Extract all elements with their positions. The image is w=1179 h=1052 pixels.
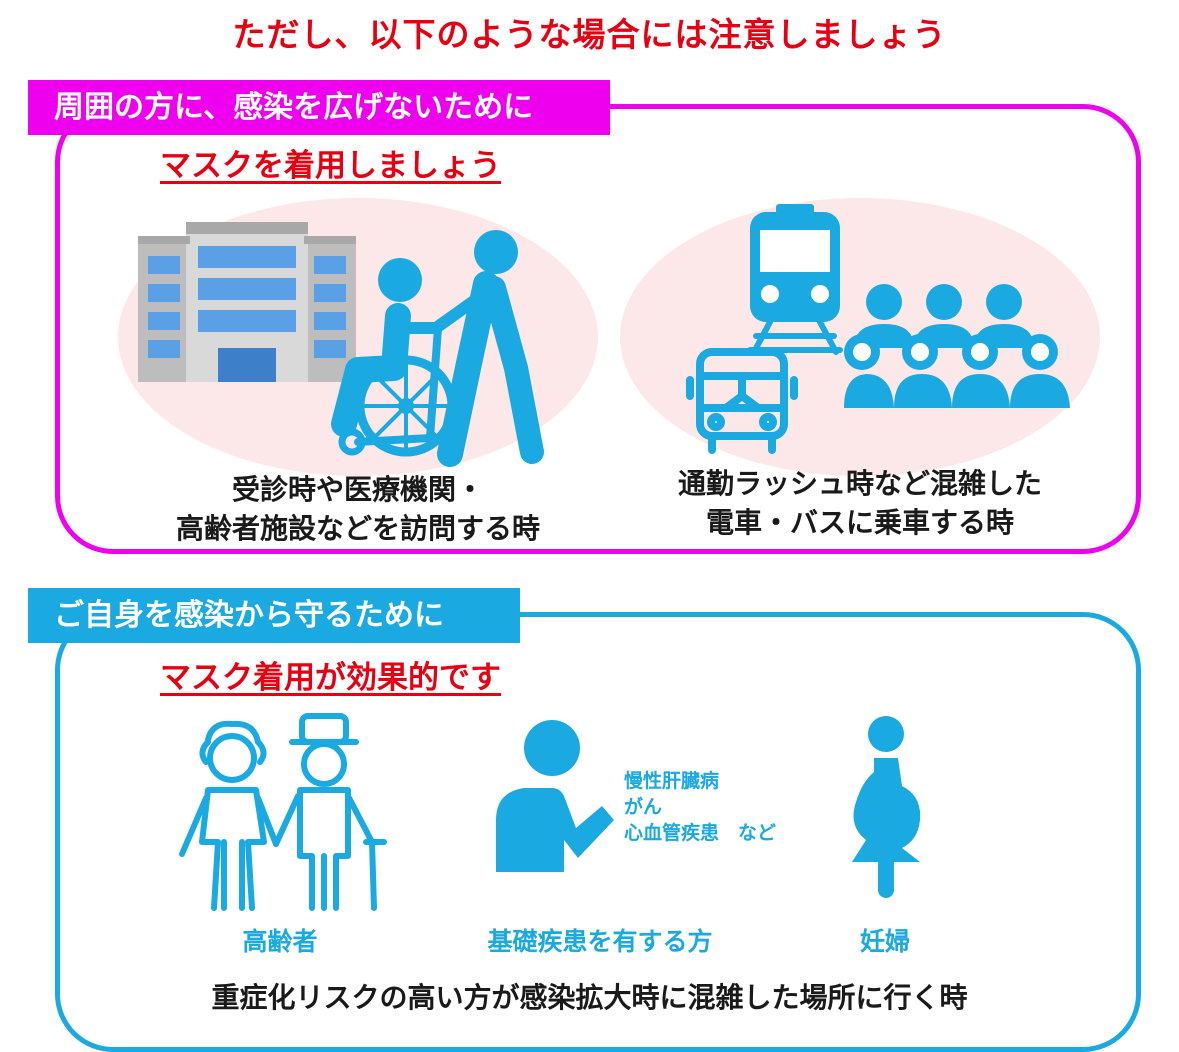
bottom-text: 重症化リスクの高い方が感染拡大時に混雑した場所に行く時: [211, 981, 968, 1014]
section-self-subtitle: マスク着用が効果的です: [160, 660, 501, 696]
section-others-subtitle: マスクを着用しましょう: [160, 148, 501, 184]
disease-example-3: 心血管疾患 など: [624, 822, 777, 844]
pregnant-woman-icon: [852, 716, 921, 898]
disease-examples: 慢性肝臓病 がん 心血管疾患 など: [624, 768, 776, 846]
scene-transit-caption-line1: 通勤ラッシュ時など混雑した: [677, 467, 1042, 500]
scene-transit-caption: 通勤ラッシュ時など混雑した 電車・バスに乗車する時: [620, 464, 1100, 542]
scene-hospital-caption-line1: 受診時や医療機関・: [231, 473, 484, 506]
train-icon: [747, 204, 843, 355]
section-others-label: 周囲の方に、感染を広げないために: [28, 80, 610, 135]
scene-hospital-caption-line2: 高齢者施設などを訪問する時: [175, 512, 540, 545]
patient-icon: [496, 720, 614, 872]
scene-hospital-caption: 受診時や医療機関・ 高齢者施設などを訪問する時: [118, 470, 598, 548]
pregnant-label: 妊婦: [859, 927, 910, 956]
bus-icon: [686, 348, 798, 454]
disease-example-1: 慢性肝臓病: [624, 770, 720, 792]
scene-transit-caption-line2: 電車・バスに乗車する時: [705, 506, 1014, 539]
disease-label: 基礎疾患を有する方: [487, 927, 713, 956]
elderly-label: 高齢者: [242, 927, 318, 956]
disease-example-2: がん: [624, 796, 663, 818]
crowd-icon: [844, 284, 1070, 408]
hospital-building-icon: [138, 222, 356, 382]
headline: ただし、以下のような場合には注意しましょう: [232, 15, 947, 54]
wheelchair-assist-icon: [331, 230, 544, 467]
elderly-couple-icon: [179, 713, 387, 911]
section-self-label: ご自身を感染から守るために: [28, 588, 520, 643]
